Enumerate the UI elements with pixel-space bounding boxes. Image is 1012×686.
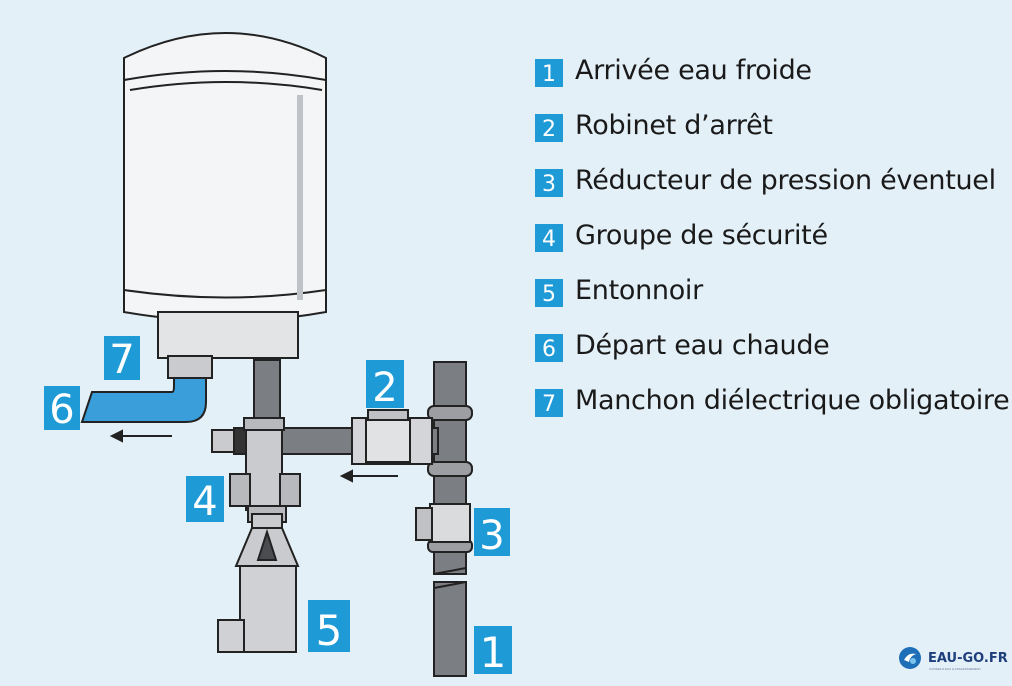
drop-logo-icon — [899, 647, 921, 669]
pressure-reducer — [415, 503, 471, 543]
water-heater-tank — [123, 32, 327, 359]
legend-number: 7 — [535, 389, 563, 417]
safety-group — [211, 417, 301, 523]
legend-item: 2 Robinet d’arrêt — [535, 105, 773, 145]
callout-6: 6 — [44, 386, 80, 430]
callout-3: 3 — [474, 508, 510, 556]
callout-1: 1 — [474, 626, 512, 674]
legend-item: 4 Groupe de sécurité — [535, 215, 828, 255]
legend-item: 5 Entonnoir — [535, 270, 703, 310]
legend-label: Départ eau chaude — [575, 329, 830, 361]
legend-label: Robinet d’arrêt — [575, 109, 773, 141]
drain-funnel — [217, 513, 300, 653]
legend-number: 4 — [535, 224, 563, 252]
legend-label: Arrivée eau froide — [575, 54, 812, 86]
callout-5: 5 — [308, 600, 350, 652]
legend-item: 6 Départ eau chaude — [535, 325, 830, 365]
legend-label: Groupe de sécurité — [575, 219, 828, 251]
legend-number: 6 — [535, 334, 563, 362]
legend-item: 7 Manchon diélectrique obligatoire — [535, 380, 1010, 420]
tank-connection-pipe — [253, 359, 281, 425]
cold-water-inlet-pipe — [427, 361, 473, 677]
legend-number: 3 — [535, 169, 563, 197]
legend-label: Manchon diélectrique obligatoire — [575, 384, 1010, 416]
hot-water-outlet — [80, 355, 213, 443]
legend-number: 2 — [535, 114, 563, 142]
logo-name: EAU-GO.FR — [928, 650, 1008, 666]
callout-7: 7 — [104, 336, 140, 380]
legend-item: 1 Arrivée eau froide — [535, 50, 812, 90]
logo-tagline: CONSEILS EAU & ASSAINISSEMENT — [929, 667, 982, 671]
horizontal-supply-pipe — [277, 409, 439, 483]
legend-item: 3 Réducteur de pression éventuel — [535, 160, 996, 200]
legend-number: 1 — [535, 59, 563, 87]
callout-2: 2 — [366, 360, 404, 408]
legend-number: 5 — [535, 279, 563, 307]
legend-label: Réducteur de pression éventuel — [575, 164, 996, 196]
callout-4: 4 — [186, 476, 224, 522]
brand-logo: EAU-GO.FR CONSEILS EAU & ASSAINISSEMENT — [898, 646, 1008, 671]
legend-label: Entonnoir — [575, 274, 703, 306]
